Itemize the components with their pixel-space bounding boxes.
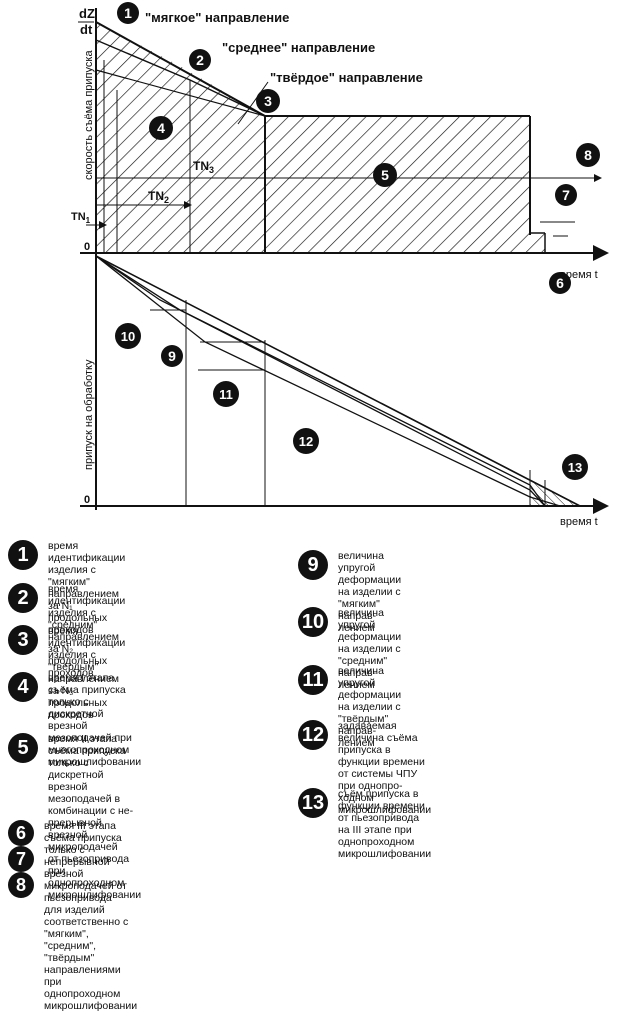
marker-10: 10: [115, 323, 141, 349]
y-axis-title-bottom: припуск на обработку: [83, 359, 95, 470]
tn3-label: TN3: [193, 159, 214, 175]
legend-marker-5: 5: [8, 733, 38, 763]
svg-text:12: 12: [299, 434, 313, 449]
marker-1: 1: [117, 2, 139, 24]
tn1-label: TN1: [71, 211, 91, 225]
svg-text:11: 11: [219, 387, 233, 402]
svg-text:3: 3: [264, 93, 272, 109]
curve-12-cnc: [95, 255, 581, 507]
marker-4: 4: [149, 116, 173, 140]
legend-text-4: время I этапа съёма припуска только с ди…: [48, 672, 142, 768]
zero-label-top: 0: [84, 241, 90, 253]
legend-item-12: 12 задаваемая величина съёма припуска в …: [298, 720, 431, 816]
marker-5: 5: [373, 163, 397, 187]
svg-text:10: 10: [121, 329, 135, 344]
marker-12: 12: [293, 428, 319, 454]
legend-marker-9: 9: [298, 550, 328, 580]
svg-text:2: 2: [196, 52, 204, 68]
svg-text:13: 13: [568, 460, 582, 475]
y-axis-title-top: скорость съёма припуска: [83, 50, 95, 180]
legend-item-3: 3 время идентификации изделия с "твёрдым…: [8, 625, 125, 721]
dir-hard-label: "твёрдое" направление: [270, 70, 423, 85]
legend-text-1: время идентификации изделия с "мягким" н…: [48, 540, 126, 636]
marker-7: 7: [555, 184, 577, 206]
svg-text:5: 5: [381, 167, 389, 183]
region-13: [529, 479, 581, 507]
legend-item-13: 13 съём припуска в функции времени от пь…: [298, 788, 431, 860]
legend-marker-8: 8: [8, 872, 34, 898]
svg-text:6: 6: [556, 275, 564, 291]
marker-9: 9: [161, 345, 183, 367]
legend-marker-2: 2: [8, 583, 38, 613]
legend-item-4: 4 время I этапа съёма припуска только с …: [8, 672, 141, 768]
legend-item-10: 10 величина упругой деформации на издели…: [298, 607, 401, 691]
legend-item-1: 1 время идентификации изделия с "мягким"…: [8, 540, 125, 636]
curve-hard: [95, 69, 266, 117]
legend-marker-4: 4: [8, 672, 38, 702]
legend-text-3: время идентификации изделия с "твёрдым" …: [48, 625, 126, 721]
legend-item-9: 9 величина упругой деформации на изделии…: [298, 550, 401, 634]
legend-text-2: время идентификации изделия с "средним" …: [48, 583, 126, 679]
dir-medium-label: "среднее" направление: [222, 40, 375, 55]
legend-marker-11: 11: [298, 665, 328, 695]
process-diagram: dZ dt скорость съёма припуска 0 время t …: [71, 2, 609, 528]
dir-soft-label: "мягкое" направление: [145, 10, 289, 25]
legend-text-5: время II этапа съёма припуска только с д…: [48, 733, 142, 901]
marker-3: 3: [256, 89, 280, 113]
legend-marker-12: 12: [298, 720, 328, 750]
curve-medium-lower: [95, 255, 546, 507]
curve-soft-lower: [95, 255, 546, 507]
curve-soft: [95, 21, 266, 117]
marker-2: 2: [189, 49, 211, 71]
svg-text:4: 4: [157, 120, 165, 136]
zero-label-bottom: 0: [84, 494, 90, 506]
legend-item-11: 11 величина упругой деформации на издели…: [298, 665, 401, 749]
y-label-dt: dt: [80, 22, 93, 37]
legend-marker-3: 3: [8, 625, 38, 655]
svg-text:1: 1: [124, 5, 132, 21]
tn2-label: TN2: [148, 189, 169, 205]
legend-text-10: величина упругой деформации на изделии с…: [338, 607, 402, 691]
marker-8: 8: [576, 143, 600, 167]
svg-text:7: 7: [562, 187, 570, 203]
legend-text-11: величина упругой деформации на изделии с…: [338, 665, 402, 749]
curve-hard-lower: [95, 255, 561, 507]
marker-11: 11: [213, 381, 239, 407]
legend-item-678: 6 7 8 время III этапа съёма припуска тол…: [8, 820, 137, 1012]
legend-text-13: съём припуска в функции времени от пьезо…: [338, 788, 432, 860]
legend-text-12: задаваемая величина съёма припуска в фун…: [338, 720, 432, 816]
legend-item-5: 5 время II этапа съёма припуска только с…: [8, 733, 141, 901]
legend-marker-10: 10: [298, 607, 328, 637]
svg-text:8: 8: [584, 147, 592, 163]
marker-13: 13: [562, 454, 588, 480]
legend-marker-7: 7: [8, 846, 34, 872]
legend-item-2: 2 время идентификации изделия с "средним…: [8, 583, 125, 679]
legend-marker-1: 1: [8, 540, 38, 570]
marker-6: 6: [549, 272, 571, 294]
x-label-bottom: время t: [560, 516, 598, 528]
svg-text:9: 9: [168, 348, 176, 364]
legend-marker-6: 6: [8, 820, 34, 846]
removal-rate-region: [96, 22, 545, 253]
legend-marker-13: 13: [298, 788, 328, 818]
legend-text-9: величина упругой деформации на изделии с…: [338, 550, 402, 634]
y-label-dz: dZ: [79, 6, 95, 21]
legend-text-678: время III этапа съёма припуска только с …: [44, 820, 138, 1012]
